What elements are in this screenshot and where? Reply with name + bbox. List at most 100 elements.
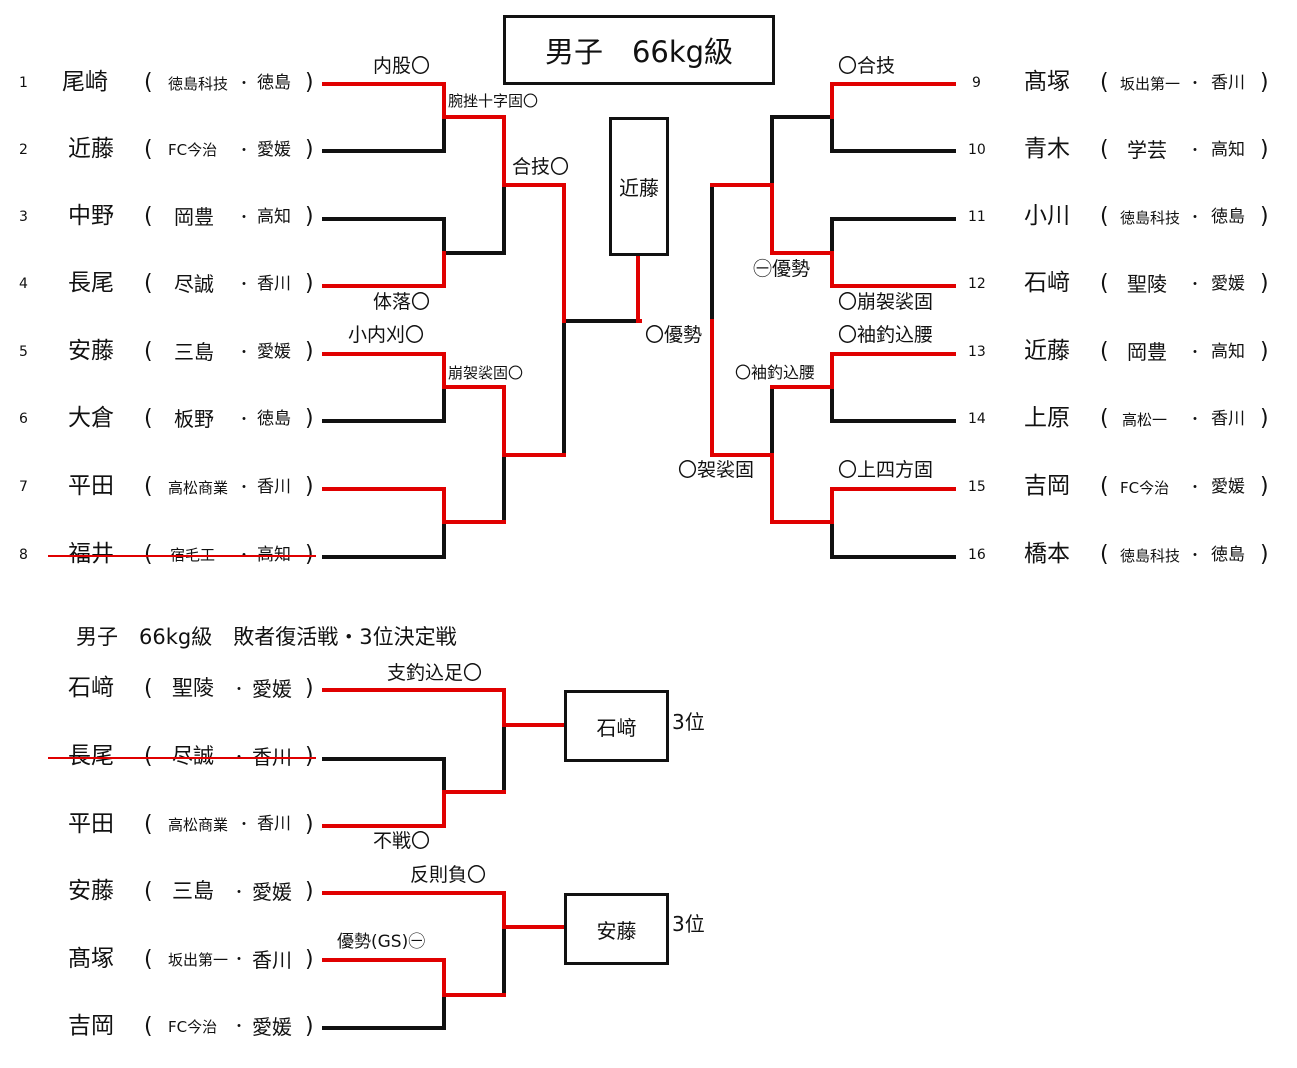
paren-open: ( — [144, 676, 153, 701]
third-place-box: 石﨑 — [564, 690, 669, 762]
prefecture: 高知 — [257, 207, 291, 227]
paren-open: ( — [1100, 339, 1109, 364]
third-place-box: 安藤 — [564, 893, 669, 965]
seed-number: 1 — [19, 75, 28, 91]
prefecture: 愛媛 — [257, 140, 291, 160]
prefecture: 香川 — [257, 477, 291, 497]
right-bracket-lines-red — [710, 82, 956, 524]
separator-dot: ・ — [237, 345, 251, 361]
separator-dot: ・ — [1188, 210, 1202, 226]
prefecture: 高知 — [1211, 140, 1245, 160]
paren-open: ( — [1100, 542, 1109, 567]
paren-open: ( — [1100, 70, 1109, 95]
paren-close: ) — [1260, 70, 1269, 95]
separator-dot: ・ — [232, 682, 246, 698]
team-name: FC今治 — [1120, 479, 1170, 497]
paren-close: ) — [1260, 474, 1269, 499]
player-name: 長尾 — [68, 270, 114, 296]
paren-open: ( — [1100, 137, 1109, 162]
player-name: 小川 — [1024, 203, 1070, 229]
technique-label: ㊀優勢 — [753, 258, 811, 280]
separator-dot: ・ — [1188, 548, 1202, 564]
player-name: 大倉 — [68, 405, 114, 431]
team-name: FC今治 — [168, 1018, 218, 1036]
seed-number: 10 — [968, 142, 986, 158]
paren-open: ( — [144, 746, 153, 768]
prefecture: 愛媛 — [257, 342, 291, 362]
player-name: 石﨑 — [68, 675, 114, 701]
player-name: 尾崎 — [62, 69, 108, 95]
technique-label: 〇袈裟固 — [678, 459, 755, 481]
third-place-name: 安藤 — [596, 918, 637, 943]
technique-label: 腕挫十字固〇 — [448, 92, 539, 110]
paren-open: ( — [144, 474, 153, 499]
player-name: 髙塚 — [1024, 69, 1070, 95]
technique-label: 〇合技 — [838, 55, 896, 77]
seed-number: 13 — [968, 344, 986, 360]
player-name: 橋本 — [1024, 541, 1070, 567]
player-name: 吉岡 — [68, 1013, 114, 1039]
separator-dot: ・ — [1188, 143, 1202, 159]
prefecture: 香川 — [252, 948, 292, 972]
paren-open: ( — [144, 204, 153, 229]
paren-close: ) — [1260, 137, 1269, 162]
seed-number: 15 — [968, 479, 986, 495]
prefecture: 香川 — [257, 814, 291, 834]
separator-dot: ・ — [1188, 480, 1202, 496]
player-name: 上原 — [1024, 405, 1070, 431]
technique-label: 〇袖釣込腰 — [838, 324, 934, 346]
team-name: 徳島科技 — [1120, 547, 1181, 565]
paren-open: ( — [144, 812, 153, 837]
withdrawn-strikethrough — [48, 555, 316, 557]
player-name: 青木 — [1024, 136, 1070, 162]
separator-dot: ・ — [237, 76, 251, 92]
team-name: FC今治 — [168, 141, 218, 159]
team-name: 岡豊 — [174, 205, 214, 229]
separator-dot: ・ — [1188, 412, 1202, 428]
technique-label: 反則負〇 — [410, 864, 487, 886]
repechage-lines-red — [322, 688, 566, 997]
team-name: 徳島科技 — [1120, 209, 1181, 227]
paren-close: ) — [305, 947, 314, 972]
seed-number: 6 — [19, 411, 28, 427]
third-place-name: 石﨑 — [596, 715, 637, 740]
separator-dot: ・ — [237, 277, 251, 293]
technique-label: 支釣込足〇 — [387, 662, 483, 684]
title-box: 男子 66kg級 — [503, 15, 775, 85]
seed-number: 16 — [968, 547, 986, 563]
withdrawn-strikethrough — [48, 757, 316, 759]
prefecture: 香川 — [1211, 409, 1245, 429]
technique-label: 崩袈裟固〇 — [448, 364, 524, 382]
technique-label: 合技〇 — [512, 156, 570, 178]
right-bracket-lines-black — [710, 115, 956, 559]
paren-close: ) — [305, 544, 314, 566]
paren-close: ) — [305, 746, 314, 768]
seed-number: 4 — [19, 276, 28, 292]
paren-open: ( — [144, 70, 153, 95]
team-name: 板野 — [174, 407, 214, 431]
paren-open: ( — [144, 339, 153, 364]
seed-number: 14 — [968, 411, 986, 427]
prefecture: 愛媛 — [252, 1015, 292, 1039]
team-name: 尽誠 — [174, 272, 214, 296]
team-name: 徳島科技 — [168, 75, 229, 93]
player-name: 長尾 — [68, 743, 114, 769]
team-name: 尽誠 — [172, 744, 214, 768]
technique-label: 〇上四方固 — [838, 459, 934, 481]
seed-number: 5 — [19, 344, 28, 360]
paren-close: ) — [305, 70, 314, 95]
seed-number: 8 — [19, 547, 28, 563]
paren-close: ) — [305, 339, 314, 364]
prefecture: 愛媛 — [252, 677, 292, 701]
paren-open: ( — [144, 947, 153, 972]
prefecture: 徳島 — [257, 409, 291, 429]
paren-close: ) — [1260, 339, 1269, 364]
place-label: 3位 — [672, 912, 705, 936]
prefecture: 愛媛 — [1211, 274, 1245, 294]
paren-close: ) — [305, 271, 314, 296]
team-name: 高松商業 — [168, 479, 229, 497]
player-name: 近藤 — [68, 136, 114, 162]
team-name: 聖陵 — [172, 676, 214, 700]
prefecture: 香川 — [257, 274, 291, 294]
paren-close: ) — [305, 812, 314, 837]
